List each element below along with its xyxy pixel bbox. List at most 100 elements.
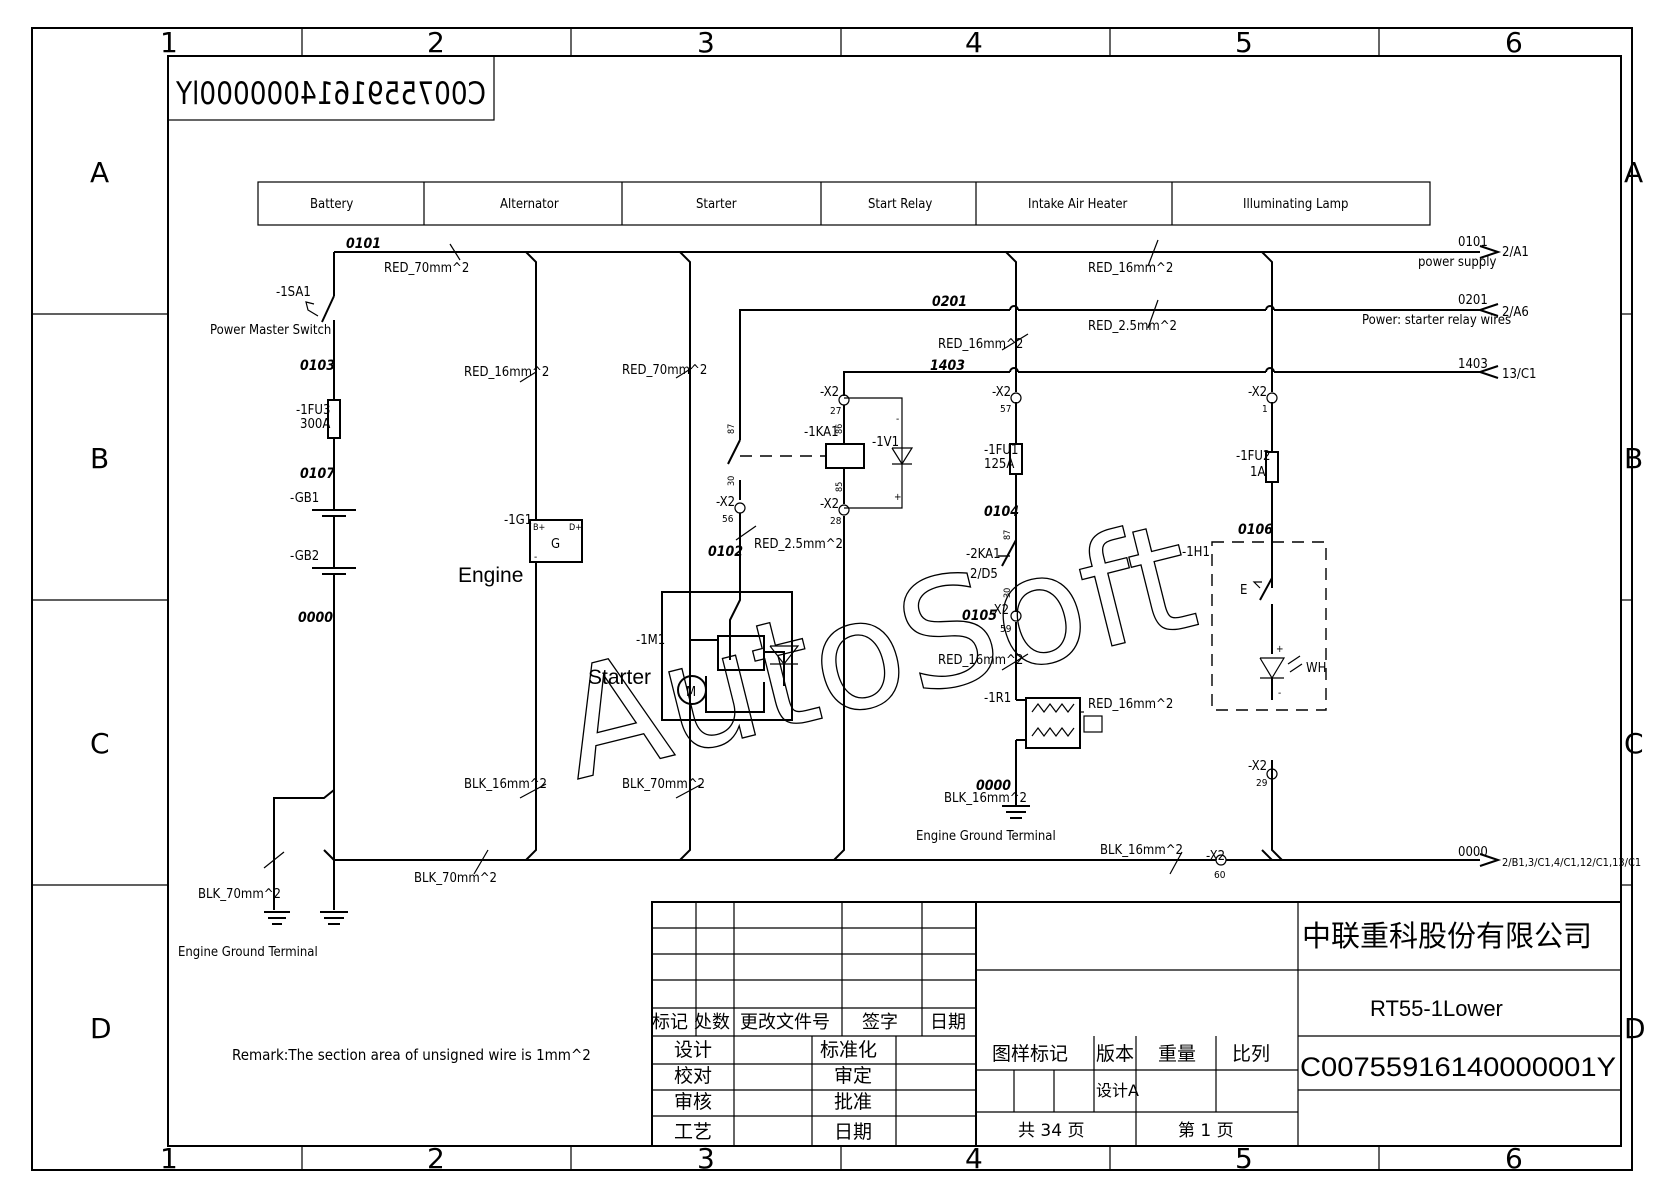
sa1-tag: -1SA1 xyxy=(276,285,311,300)
ground-terminal-label: Engine Ground Terminal xyxy=(178,945,318,960)
x2-27-terminal xyxy=(838,394,850,406)
x2-60-tag: -X2 xyxy=(1206,849,1225,864)
header-start-relay: Start Relay xyxy=(868,197,932,212)
x2-1-tag: -X2 xyxy=(1248,385,1267,400)
ref-0201: 0201 xyxy=(1458,293,1488,308)
fu1-tag: -1FU1 xyxy=(984,443,1018,458)
wire-0105: 0105 xyxy=(962,608,997,624)
wire-0103: 0103 xyxy=(300,358,335,374)
col-number: 3 xyxy=(697,1142,715,1175)
header-battery: Battery xyxy=(310,197,353,212)
version-label: 版本 xyxy=(1096,1043,1134,1065)
page-number: 第 1 页 xyxy=(1178,1121,1234,1141)
wire-red70-a: RED_70mm^2 xyxy=(384,261,469,276)
x2-29-tag: -X2 xyxy=(1248,759,1267,774)
x2-59-terminal xyxy=(1010,610,1022,622)
ref-0101: 0101 xyxy=(1458,235,1488,250)
scale-label: 比列 xyxy=(1232,1043,1270,1065)
pin86: 86 xyxy=(835,424,845,434)
rev-header-doc: 更改文件号 xyxy=(740,1012,830,1033)
wire-0000-bat: 0000 xyxy=(298,610,333,626)
total-pages: 共 34 页 xyxy=(1018,1121,1084,1141)
model-name: RT55-1Lower xyxy=(1370,996,1503,1021)
x2-60-terminal xyxy=(1215,854,1227,866)
start-relay-contact: 87 30 -X2 56 xyxy=(716,350,826,660)
autosoft-watermark: AutoSoft xyxy=(543,489,1212,815)
pin87b: 87 xyxy=(1003,530,1013,540)
lamp-minus: - xyxy=(1278,688,1281,699)
ground-symbol xyxy=(264,911,290,925)
wire-red70-starter: RED_70mm^2 xyxy=(622,363,707,378)
rev-header-mark: 标记 xyxy=(652,1012,688,1033)
mirrored-code: C0075591614000000lY xyxy=(175,76,486,112)
design-a: 设计A xyxy=(1096,1081,1139,1100)
header-intake-air-heater: Intake Air Heater xyxy=(1028,197,1128,212)
x2-28-tag: -X2 xyxy=(820,497,839,512)
fuse-1fu3: -1FU3 300A xyxy=(296,399,341,439)
grid-row-letters: A B C D A B C D xyxy=(90,156,1646,1045)
sign-check: 校对 xyxy=(674,1065,712,1087)
wire-blk16-lamp: BLK_16mm^2 xyxy=(1100,843,1183,858)
alt-dplus: D+ xyxy=(569,523,582,533)
weight-label: 重量 xyxy=(1158,1043,1196,1065)
x2-29-terminal xyxy=(1266,768,1278,780)
wire-blk70-gnd: BLK_70mm^2 xyxy=(198,887,281,902)
wire-blk16-alt: BLK_16mm^2 xyxy=(464,777,547,792)
wire-red16-heater: RED_16mm^2 xyxy=(938,337,1023,352)
ref-1403: 1403 xyxy=(1458,357,1488,372)
wiring xyxy=(263,239,1480,925)
pin87: 87 xyxy=(727,424,737,434)
col-number: 5 xyxy=(1235,26,1253,59)
sign-process: 工艺 xyxy=(674,1121,712,1143)
ka2-ref: 2/D5 xyxy=(970,567,998,582)
fu3-tag: -1FU3 xyxy=(296,403,330,418)
wire-red16-heater-mid: RED_16mm^2 xyxy=(938,653,1023,668)
fu2-value: 1A xyxy=(1250,465,1265,480)
illuminating-lamp: -X2 1 -1FU2 1A E + - WH -1H1 -X2 29 -X2 … xyxy=(1182,385,1327,881)
wire-red16-heater-r: RED_16mm^2 xyxy=(1088,697,1173,712)
x2-1-terminal xyxy=(1266,392,1278,404)
x2-28-terminal xyxy=(838,504,850,516)
wire-red16-heater-top: RED_16mm^2 xyxy=(1088,261,1173,276)
engine-label: Engine xyxy=(458,564,523,587)
grid-column-numbers: 1 2 3 4 5 6 1 2 3 4 5 6 xyxy=(160,26,1523,1175)
wire-0000-heater: 0000 xyxy=(976,778,1011,794)
ref-0000: 0000 xyxy=(1458,845,1488,860)
heater-circuit: -X2 57 -1FU1 125A -2KA1 2/D5 87 30 -X2 5… xyxy=(966,385,1103,749)
row-letter: C xyxy=(1624,727,1644,760)
mark-label: 图样标记 xyxy=(992,1043,1068,1065)
sign-standard: 标准化 xyxy=(820,1039,877,1061)
starter-motor: M -1M1 Starter xyxy=(588,591,800,721)
gb2-tag: -GB2 xyxy=(290,549,319,564)
ref-0101-desc: power supply xyxy=(1418,255,1496,270)
ground-terminal-label-2: Engine Ground Terminal xyxy=(916,829,1056,844)
lamp-plus: + xyxy=(1276,644,1284,655)
wire-1403: 1403 xyxy=(930,358,965,374)
x2-57-terminal xyxy=(1010,392,1022,404)
header-alternator: Alternator xyxy=(500,197,559,212)
x2-59-num: 59 xyxy=(1000,624,1012,635)
wire-red25-starter: RED_2.5mm^2 xyxy=(754,537,843,552)
col-number: 6 xyxy=(1505,26,1523,59)
x2-27-tag: -X2 xyxy=(820,385,839,400)
title-block: 中联重科股份有限公司 RT55-1Lower C0075591614000000… xyxy=(651,901,1622,1147)
sign-date: 日期 xyxy=(834,1121,872,1143)
x2-57-num: 57 xyxy=(1000,404,1011,415)
sign-review: 审核 xyxy=(674,1091,712,1113)
r1-tag: -1R1 xyxy=(984,691,1011,706)
ref-0201-desc: Power: starter relay wires xyxy=(1362,313,1511,328)
wire-0106: 0106 xyxy=(1238,522,1273,538)
sign-approve: 批准 xyxy=(834,1091,872,1113)
ground-symbol xyxy=(1002,740,1030,819)
pin30b: 30 xyxy=(1003,588,1013,598)
row-letter: A xyxy=(90,156,109,189)
diode-plus: + xyxy=(894,492,902,503)
diode-minus: - xyxy=(896,414,899,425)
ref-0201-dest: 2/A6 xyxy=(1502,305,1529,320)
wire-0104: 0104 xyxy=(984,504,1019,520)
x2-56-terminal xyxy=(734,502,746,514)
x2-28-num: 28 xyxy=(830,516,842,527)
g1-tag: -1G1 xyxy=(504,513,532,528)
x2-59-tag: -X2 xyxy=(990,603,1009,618)
ref-0000-dest: 2/B1,3/C1,4/C1,12/C1,13/C1 xyxy=(1502,856,1641,869)
